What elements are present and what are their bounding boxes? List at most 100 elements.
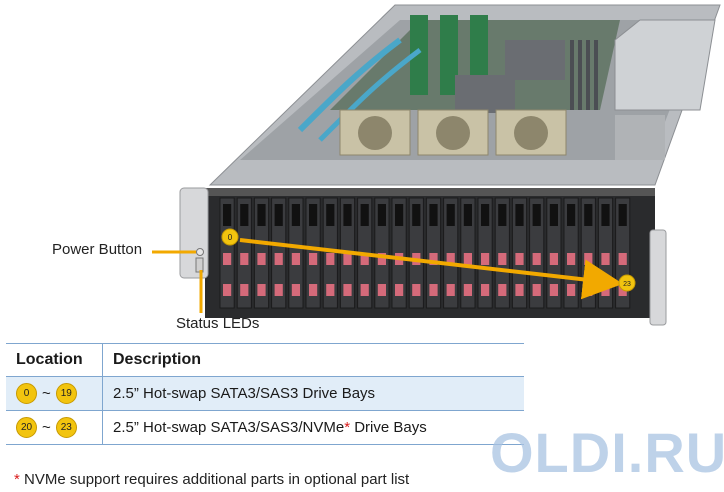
drive-bay-latch [223,204,232,226]
drive-bay-latch [429,204,438,226]
drive-bay-release-tab [395,284,404,296]
drive-bay-release-tab [223,253,232,265]
drive-bay-latch [584,204,593,226]
drive-bay-release-tab [377,284,386,296]
status-leds [195,257,204,273]
drive-bay-latch [618,204,627,226]
power-button[interactable] [196,248,204,256]
drive-bay-release-tab [257,284,266,296]
footnote-text: NVMe support requires additional parts i… [19,471,410,488]
power-button-label: Power Button [52,241,143,258]
footnote-star: * [14,471,20,488]
table-row: 20~23 2.5” Hot-swap SATA3/SAS3/NVMe* Dri… [6,410,524,445]
drive-bay-release-tab [498,284,507,296]
drive-bay-release-tab [481,284,490,296]
expansion-card [440,15,458,95]
drive-marker-last: 23 [618,274,636,292]
drive-bay-latch [257,204,266,226]
status-leds-label: Status LEDs [176,315,260,332]
drive-bay-release-tab [498,253,507,265]
drive-bay-release-tab [567,284,576,296]
front-panel-frame [205,188,655,196]
svg-text:0: 0 [228,233,233,242]
drive-bay-latch [377,204,386,226]
server-chassis-illustration: 0 23 [152,4,721,326]
drive-bay-release-tab [274,284,283,296]
drive-bay-release-tab [618,253,627,265]
description-cell: 2.5” Hot-swap SATA3/SAS3 Drive Bays [102,376,524,411]
drive-bay-release-tab [429,253,438,265]
power-supply [614,19,716,111]
drive-bay-latch [532,204,541,226]
drive-bay-release-tab [343,253,352,265]
description-cell: 2.5” Hot-swap SATA3/SAS3/NVMe* Drive Bay… [102,410,524,445]
footnote: * NVMe support requires additional parts… [14,471,409,488]
drive-bay-legend-table: Location Description 0~19 2.5” Hot-swap … [6,343,524,445]
drive-bay-latch [515,204,524,226]
drive-bay-release-tab [584,284,593,296]
drive-bay-latch [326,204,335,226]
drive-bay-latch [360,204,369,226]
drive-bay-release-tab [291,284,300,296]
bay-number-badge: 23 [55,417,77,438]
description-text: 2.5” Hot-swap SATA3/SAS3/NVMe [113,419,345,436]
drive-bay-release-tab [549,253,558,265]
memory-modules [570,40,598,110]
drive-bay-latch [463,204,472,226]
location-cell: 20~23 [6,410,103,445]
drive-bay-release-tab [240,284,249,296]
cooling-fan [495,109,567,156]
drive-bay-latch [274,204,283,226]
drive-bay-latch [567,204,576,226]
rack-ear-right [649,229,667,326]
drive-bay-latch [291,204,300,226]
expansion-card [410,15,428,95]
drive-bay-latch [412,204,421,226]
drive-bay-latch [446,204,455,226]
drive-bay-release-tab [515,284,524,296]
drive-bay-release-tab [223,284,232,296]
bay-number-badge: 0 [16,383,37,404]
drive-bay-release-tab [481,253,490,265]
drive-bay-latch [549,204,558,226]
drive-bay-release-tab [601,253,610,265]
drive-bay-release-tab [429,284,438,296]
bay-number-badge: 19 [55,383,77,404]
watermark-logo: OLDI.RU [490,421,724,484]
range-separator: ~ [42,385,51,402]
drive-bay-release-tab [584,253,593,265]
drive-bay-release-tab [257,253,266,265]
svg-text:23: 23 [623,281,631,288]
rack-ear-left [179,187,209,279]
drive-bay-release-tab [549,284,558,296]
drive-bay-release-tab [360,253,369,265]
cable-bundle [318,48,422,142]
location-cell: 0 ~19 [6,376,103,411]
drive-bay-release-tab [532,284,541,296]
description-text: 2.5” Hot-swap SATA3/SAS3 Drive Bays [113,385,376,402]
drive-marker-first: 0 [221,228,239,246]
drive-bay-release-tab [291,253,300,265]
drive-bay-release-tab [274,253,283,265]
description-column-header: Description [102,343,524,377]
cpu-heatsink [505,40,565,80]
drive-bay-release-tab [326,284,335,296]
drive-bay-release-tab [446,284,455,296]
drive-bay-release-tab [309,253,318,265]
drive-bay-release-tab [360,284,369,296]
drive-bay-latch [498,204,507,226]
drive-bay-release-tab [309,284,318,296]
bay-number-badge: 20 [16,417,37,438]
cable-bundle [297,37,402,133]
drive-bay-latch [240,204,249,226]
power-supply-fan [615,115,665,160]
drive-bay-latch [395,204,404,226]
drive-bay-group [219,197,631,309]
cooling-fan [417,109,489,156]
drive-bay-release-tab [326,253,335,265]
drive-bay-release-tab [601,284,610,296]
drive-bay-release-tab [567,253,576,265]
drive-bay-release-tab [240,253,249,265]
drive-bay-release-tab [343,284,352,296]
drive-bay-release-tab [463,253,472,265]
